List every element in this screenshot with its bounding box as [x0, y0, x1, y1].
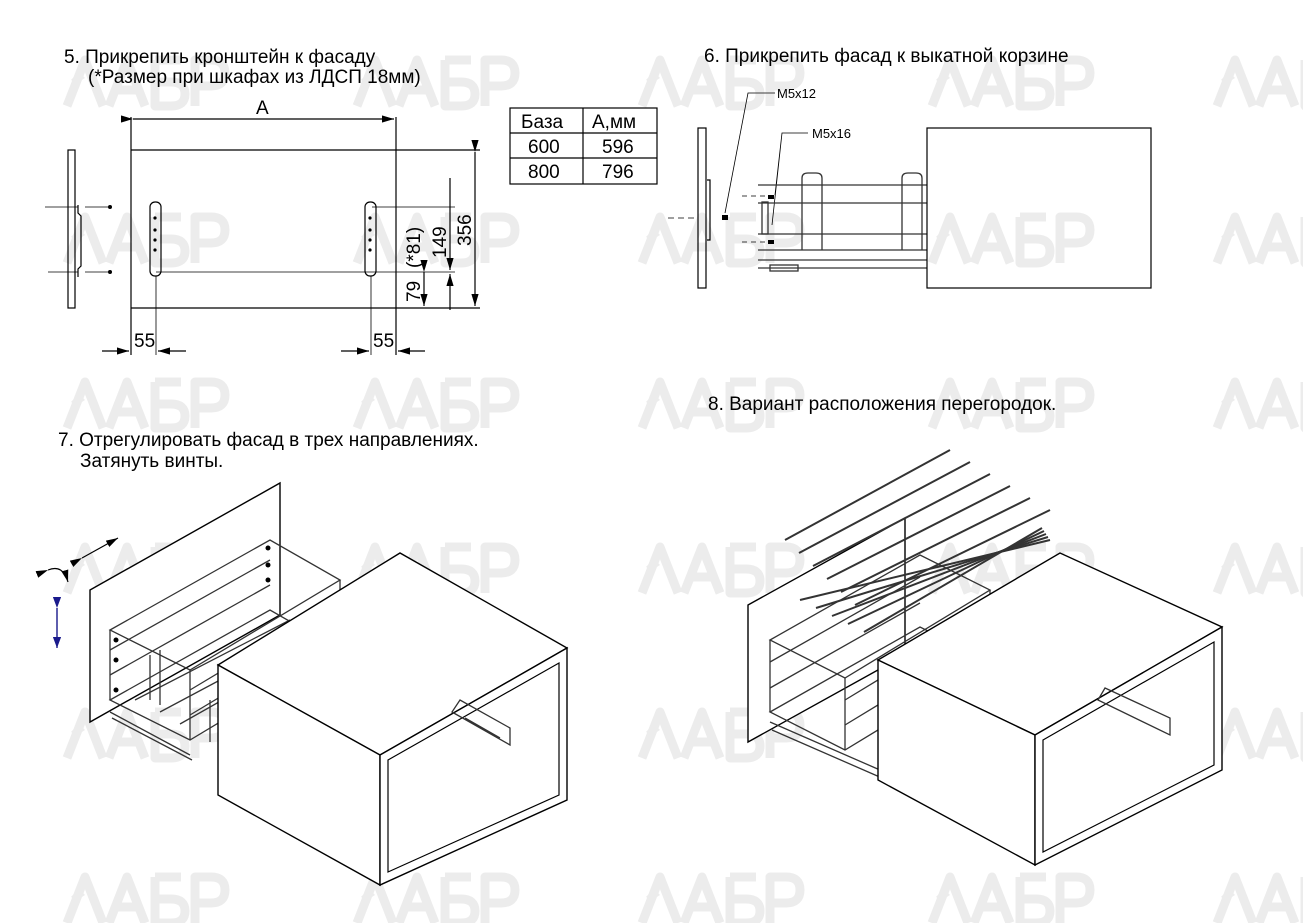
divider-rod [840, 497, 1031, 593]
table-cell: 600 [528, 137, 560, 158]
screw-icon [108, 270, 112, 274]
bracket-left [149, 201, 162, 277]
facade-side-view [697, 127, 707, 289]
dim-bottom: 79 [404, 281, 425, 302]
watermark-logo-icon [67, 217, 225, 263]
dim-right-offset: 55 [373, 331, 394, 352]
bracket-side [77, 205, 82, 277]
dim-mid: 149 [430, 226, 451, 258]
step8-section: 8. Вариант расположения перегородок. [708, 394, 1224, 867]
bracket-right [364, 201, 377, 277]
size-table: База A,мм 600 596 800 796 [509, 107, 658, 185]
dim-height: 356 [455, 214, 476, 246]
dim-a-label: A [256, 98, 269, 119]
divider-rods [784, 449, 1051, 633]
watermark-logo-icon [932, 877, 1090, 923]
cabinet-side [1034, 625, 1223, 867]
step5-section: 5. Прикрепить кронштейн к фасаду (*Разме… [45, 47, 658, 355]
watermark-logo-icon [932, 217, 1090, 263]
basket-side-view [758, 172, 927, 272]
watermark-logo-icon [1217, 547, 1303, 593]
watermark-logo-icon [642, 877, 800, 923]
dim-left-offset: 55 [134, 331, 155, 352]
screw-m5x12-icon [722, 215, 728, 220]
cabinet-side [379, 646, 568, 887]
screw-label-m5x16: M5x16 [812, 126, 851, 141]
watermark-logo-icon [67, 877, 225, 923]
watermark-logo-icon [1217, 712, 1303, 758]
table-cell: 800 [528, 162, 560, 183]
watermark-logo-icon [357, 382, 515, 428]
watermark-logo-icon [1217, 877, 1303, 923]
dim-bottom-alt: (*81) [404, 227, 425, 268]
step5-title: 5. Прикрепить кронштейн к фасаду [64, 47, 376, 68]
step5-subtitle: (*Размер при шкафах из ЛДСП 18мм) [88, 67, 421, 88]
watermark-logo-icon [67, 382, 225, 428]
adjust-arrows-icon [35, 537, 119, 648]
step7-subtitle: Затянуть винты. [80, 451, 223, 472]
screw-label-m5x12: M5x12 [777, 86, 816, 101]
step7-section: 7. Отрегулировать фасад в трех направлен… [35, 430, 569, 887]
divider-rod [784, 449, 951, 541]
watermark-logo-icon [642, 547, 800, 593]
divider-rod [863, 527, 1043, 633]
table-header-a: A,мм [592, 112, 636, 133]
watermark-logo-icon [1217, 217, 1303, 263]
table-cell: 596 [602, 137, 634, 158]
watermark-logo-icon [1217, 382, 1303, 428]
screw-icon [108, 205, 112, 209]
divider-rod [798, 461, 971, 554]
step8-title: 8. Вариант расположения перегородок. [708, 394, 1056, 415]
divider-rod [854, 509, 1051, 606]
watermark-logo-icon [1217, 60, 1303, 106]
cabinet-side [926, 127, 1152, 289]
divider-rod [826, 485, 1011, 580]
table-cell: 796 [602, 162, 634, 183]
divider-rod [812, 473, 991, 567]
facade-side-view [67, 149, 76, 309]
watermark-logo-icon [642, 217, 800, 263]
table-header-base: База [521, 112, 564, 133]
step6-title: 6. Прикрепить фасад к выкатной корзине [704, 46, 1069, 67]
step6-section: 6. Прикрепить фасад к выкатной корзине M… [668, 46, 1152, 289]
step7-title: 7. Отрегулировать фасад в трех направлен… [58, 430, 479, 451]
